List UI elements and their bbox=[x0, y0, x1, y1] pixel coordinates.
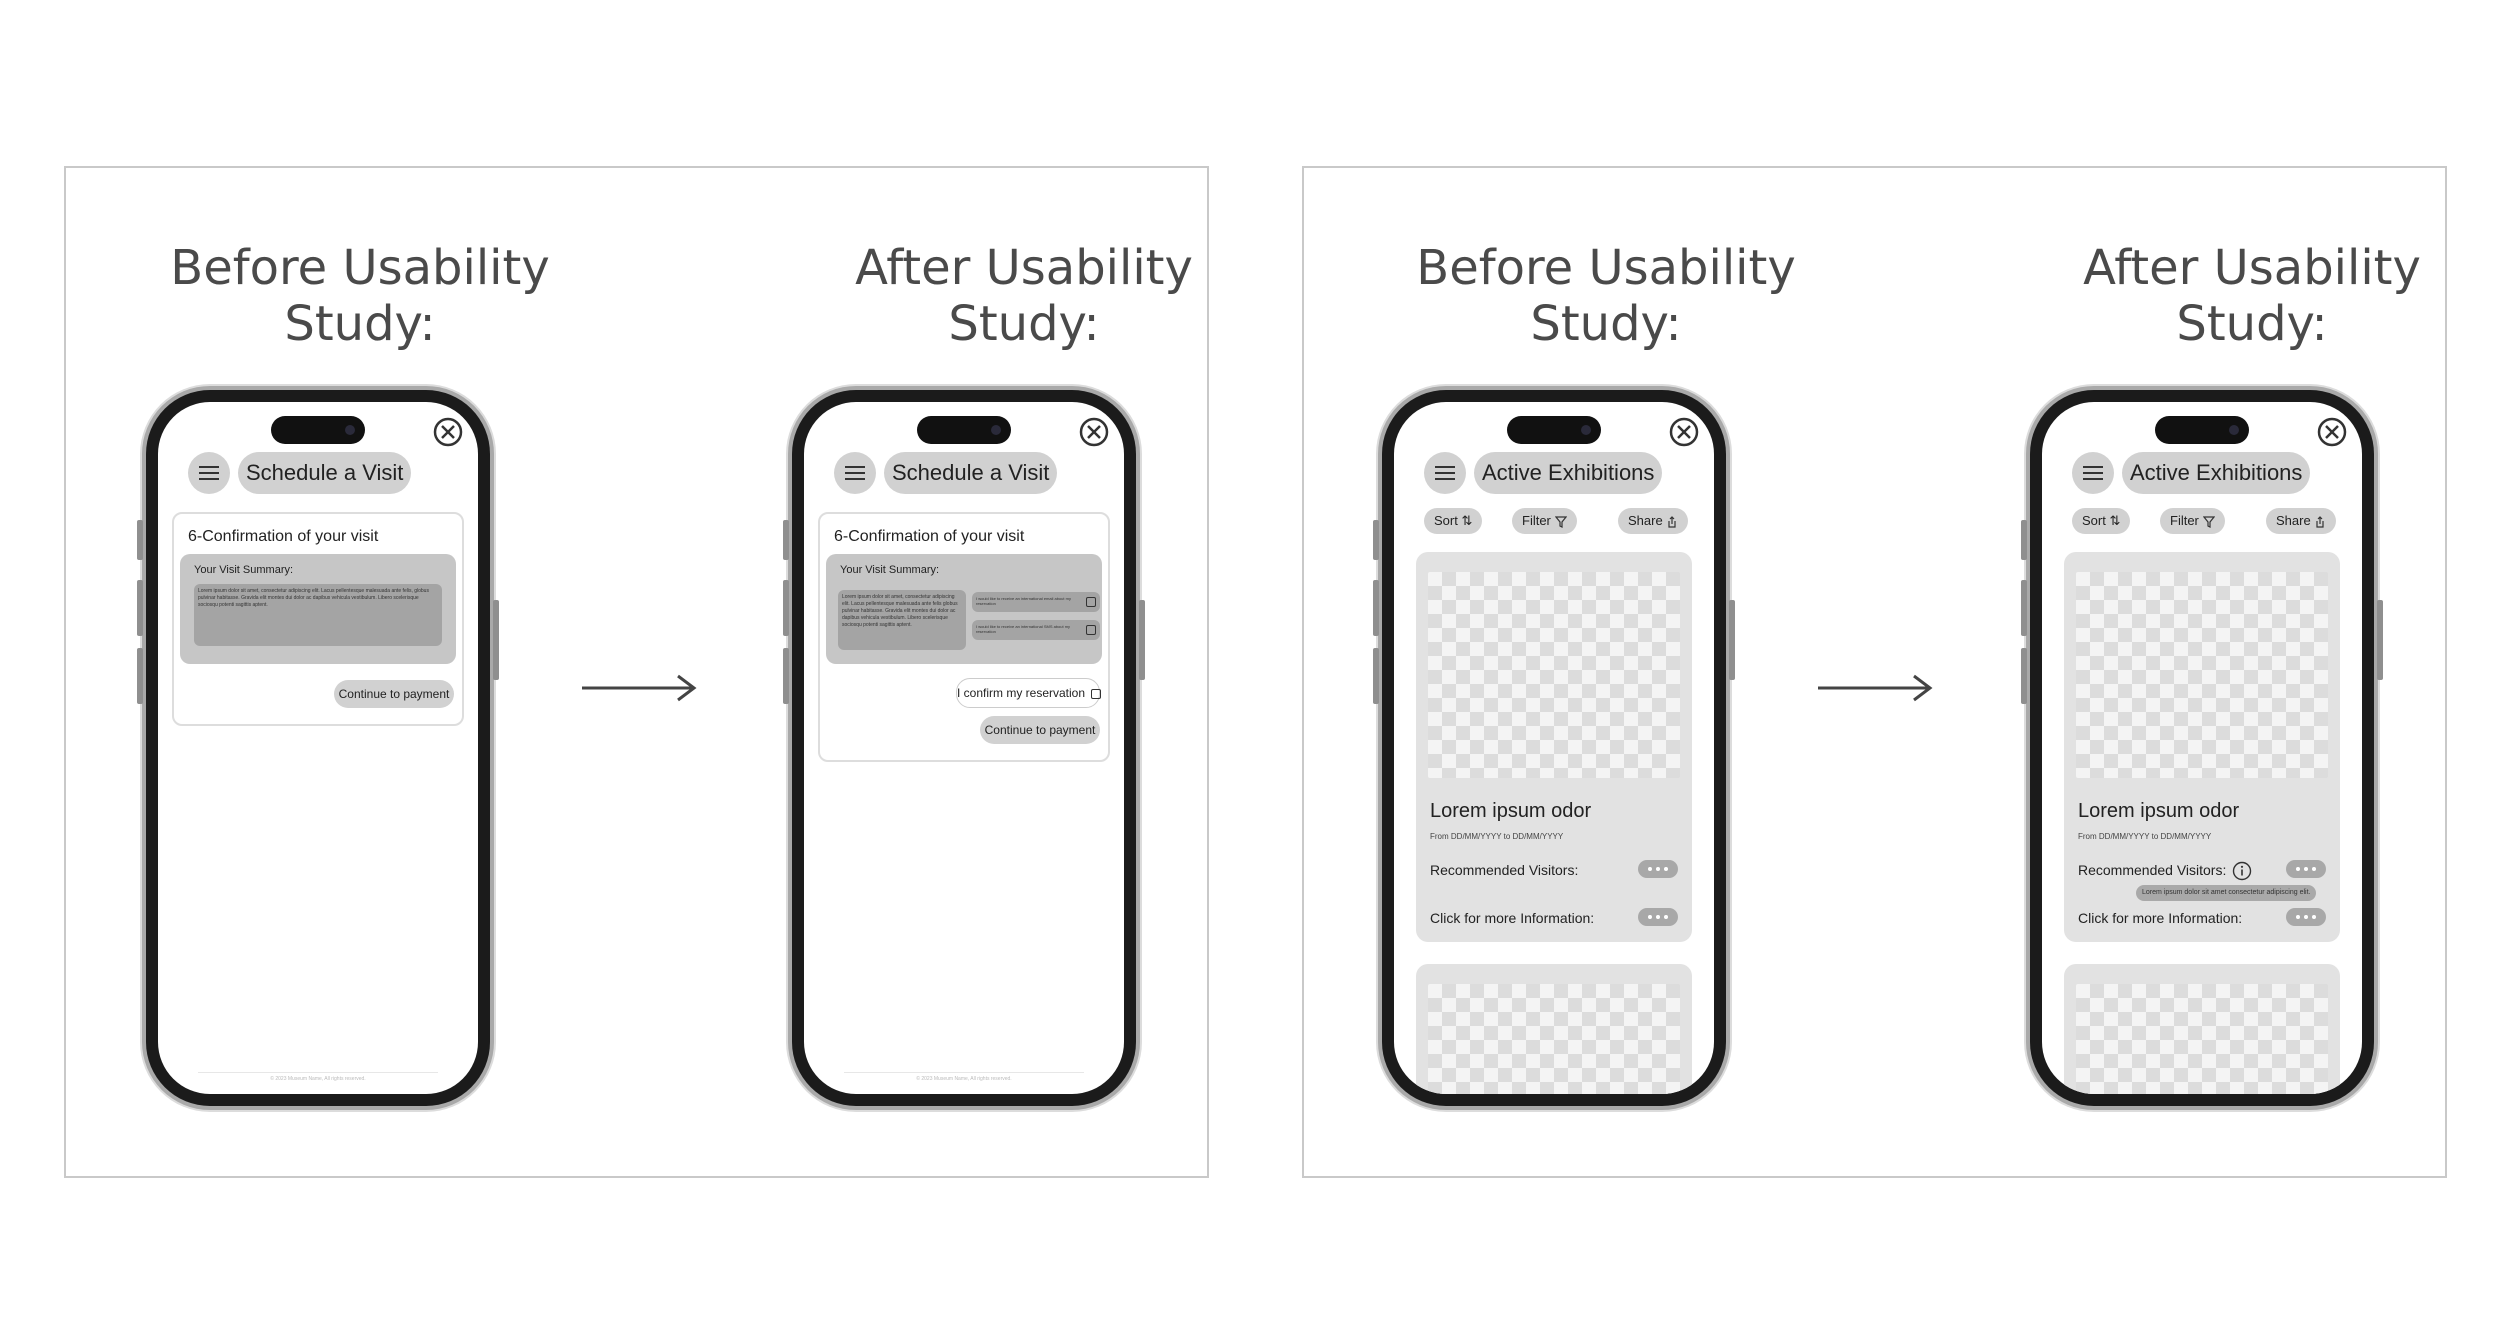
filter-label: Filter bbox=[1522, 513, 1551, 528]
more-information-icon[interactable] bbox=[1638, 908, 1678, 926]
summary-text: Lorem ipsum dolor sit amet, consectetur … bbox=[838, 590, 966, 650]
phone-screen: Active Exhibitions Sort ⇅ Filter Share L… bbox=[1394, 402, 1714, 1094]
step-title: 6-Confirmation of your visit bbox=[188, 528, 379, 545]
phone-screen: Schedule a Visit 6-Confirmation of your … bbox=[804, 402, 1124, 1094]
filter-button[interactable]: Filter bbox=[2160, 508, 2225, 534]
phone-screen: Active Exhibitions Sort ⇅ Filter Share L… bbox=[2042, 402, 2362, 1094]
exhibition-image-placeholder bbox=[2076, 984, 2328, 1094]
confirm-reservation-checkbox[interactable] bbox=[1091, 688, 1102, 699]
sms-option-checkbox[interactable] bbox=[1086, 625, 1096, 635]
filter-label: Filter bbox=[2170, 513, 2199, 528]
confirm-reservation-toggle[interactable]: I confirm my reservation bbox=[956, 678, 1102, 708]
page-title: Schedule a Visit bbox=[884, 452, 1058, 494]
phone-schedule-before: Schedule a Visit 6-Confirmation of your … bbox=[137, 390, 499, 1106]
confirmation-card: 6-Confirmation of your visit Your Visit … bbox=[172, 512, 464, 726]
dynamic-island bbox=[917, 416, 1011, 444]
page-title: Active Exhibitions bbox=[1474, 452, 1663, 494]
share-icon bbox=[1668, 515, 1676, 528]
comparison-panel-exhibitions: Before Usability Study: After Usability … bbox=[1302, 166, 2447, 1178]
summary-text: Lorem ipsum dolor sit amet, consectetur … bbox=[194, 584, 442, 646]
exhibition-dates: From DD/MM/YYYY to DD/MM/YYYY bbox=[1430, 832, 1564, 841]
exhibition-card[interactable] bbox=[2064, 964, 2340, 1094]
heading-before: Before Usability Study: bbox=[170, 240, 550, 352]
dynamic-island bbox=[2155, 416, 2249, 444]
sort-label: Sort bbox=[2082, 513, 2106, 528]
page-title: Active Exhibitions bbox=[2122, 452, 2311, 494]
share-button[interactable]: Share bbox=[2266, 508, 2337, 534]
exhibition-card[interactable] bbox=[1416, 964, 1692, 1094]
more-information-icon[interactable] bbox=[2286, 908, 2326, 926]
footer-copyright: © 2023 Museum Name, All rights reserved. bbox=[198, 1072, 438, 1082]
right-arrow-icon bbox=[1818, 674, 1933, 702]
recommended-visitors-label: Recommended Visitors: bbox=[2078, 862, 2227, 878]
filter-button[interactable]: Filter bbox=[1512, 508, 1577, 534]
recommended-visitors-label: Recommended Visitors: bbox=[1430, 862, 1579, 878]
sms-option-label: I would like to receive an international… bbox=[976, 624, 1071, 634]
continue-to-payment-button[interactable]: Continue to payment bbox=[334, 680, 454, 708]
recommended-visitors-tooltip: Lorem ipsum dolor sit amet consectetur a… bbox=[2136, 885, 2317, 901]
sort-button[interactable]: Sort ⇅ bbox=[2072, 508, 2131, 534]
sort-icon: ⇅ bbox=[1461, 513, 1473, 528]
share-button[interactable]: Share bbox=[1618, 508, 1689, 534]
close-icon[interactable] bbox=[1668, 416, 1700, 448]
recommended-visitors-more-icon[interactable] bbox=[2286, 860, 2326, 878]
exhibition-image-placeholder bbox=[2076, 572, 2328, 778]
continue-to-payment-button[interactable]: Continue to payment bbox=[980, 716, 1100, 744]
dynamic-island bbox=[1507, 416, 1601, 444]
phone-schedule-after: Schedule a Visit 6-Confirmation of your … bbox=[783, 390, 1145, 1106]
dynamic-island bbox=[271, 416, 365, 444]
comparison-panel-schedule: Before Usability Study: After Usability … bbox=[64, 166, 1209, 1178]
heading-before: Before Usability Study: bbox=[1416, 240, 1796, 352]
visit-summary: Your Visit Summary: Lorem ipsum dolor si… bbox=[180, 554, 456, 664]
heading-after: After Usability Study: bbox=[855, 240, 1193, 352]
recommended-visitors-more-icon[interactable] bbox=[1638, 860, 1678, 878]
hamburger-menu-icon[interactable] bbox=[2072, 452, 2114, 494]
sort-icon: ⇅ bbox=[2109, 513, 2121, 528]
sort-button[interactable]: Sort ⇅ bbox=[1424, 508, 1483, 534]
close-icon[interactable] bbox=[432, 416, 464, 448]
hamburger-menu-icon[interactable] bbox=[1424, 452, 1466, 494]
visit-summary: Your Visit Summary: Lorem ipsum dolor si… bbox=[826, 554, 1102, 664]
phone-exhibitions-after: Active Exhibitions Sort ⇅ Filter Share L… bbox=[2021, 390, 2383, 1106]
more-information-label: Click for more Information: bbox=[2078, 910, 2243, 926]
exhibition-title: Lorem ipsum odor bbox=[2078, 800, 2240, 822]
summary-label: Your Visit Summary: bbox=[840, 564, 940, 576]
exhibition-dates: From DD/MM/YYYY to DD/MM/YYYY bbox=[2078, 832, 2212, 841]
exhibition-card[interactable]: Lorem ipsum odor From DD/MM/YYYY to DD/M… bbox=[1416, 552, 1692, 942]
info-icon[interactable] bbox=[2232, 861, 2252, 881]
exhibition-card[interactable]: Lorem ipsum odor From DD/MM/YYYY to DD/M… bbox=[2064, 552, 2340, 942]
share-label: Share bbox=[1628, 513, 1663, 528]
exhibition-image-placeholder bbox=[1428, 572, 1680, 778]
heading-after: After Usability Study: bbox=[2083, 240, 2421, 352]
phone-exhibitions-before: Active Exhibitions Sort ⇅ Filter Share L… bbox=[1373, 390, 1735, 1106]
exhibition-image-placeholder bbox=[1428, 984, 1680, 1094]
hamburger-menu-icon[interactable] bbox=[834, 452, 876, 494]
sort-label: Sort bbox=[1434, 513, 1458, 528]
close-icon[interactable] bbox=[2316, 416, 2348, 448]
share-icon bbox=[2316, 515, 2324, 528]
close-icon[interactable] bbox=[1078, 416, 1110, 448]
filter-icon bbox=[2202, 515, 2215, 528]
page-title: Schedule a Visit bbox=[238, 452, 412, 494]
exhibition-title: Lorem ipsum odor bbox=[1430, 800, 1592, 822]
email-option[interactable]: I would like to receive an international… bbox=[972, 592, 1100, 612]
email-option-label: I would like to receive an international… bbox=[976, 596, 1071, 606]
more-information-label: Click for more Information: bbox=[1430, 910, 1595, 926]
footer-copyright: © 2023 Museum Name, All rights reserved. bbox=[844, 1072, 1084, 1082]
hamburger-menu-icon[interactable] bbox=[188, 452, 230, 494]
email-option-checkbox[interactable] bbox=[1086, 597, 1096, 607]
confirmation-card: 6-Confirmation of your visit Your Visit … bbox=[818, 512, 1110, 762]
step-title: 6-Confirmation of your visit bbox=[834, 528, 1025, 545]
phone-screen: Schedule a Visit 6-Confirmation of your … bbox=[158, 402, 478, 1094]
confirm-reservation-label: I confirm my reservation bbox=[957, 686, 1086, 700]
filter-icon bbox=[1554, 515, 1567, 528]
sms-option[interactable]: I would like to receive an international… bbox=[972, 620, 1100, 640]
share-label: Share bbox=[2276, 513, 2311, 528]
summary-label: Your Visit Summary: bbox=[194, 564, 294, 576]
right-arrow-icon bbox=[582, 674, 697, 702]
